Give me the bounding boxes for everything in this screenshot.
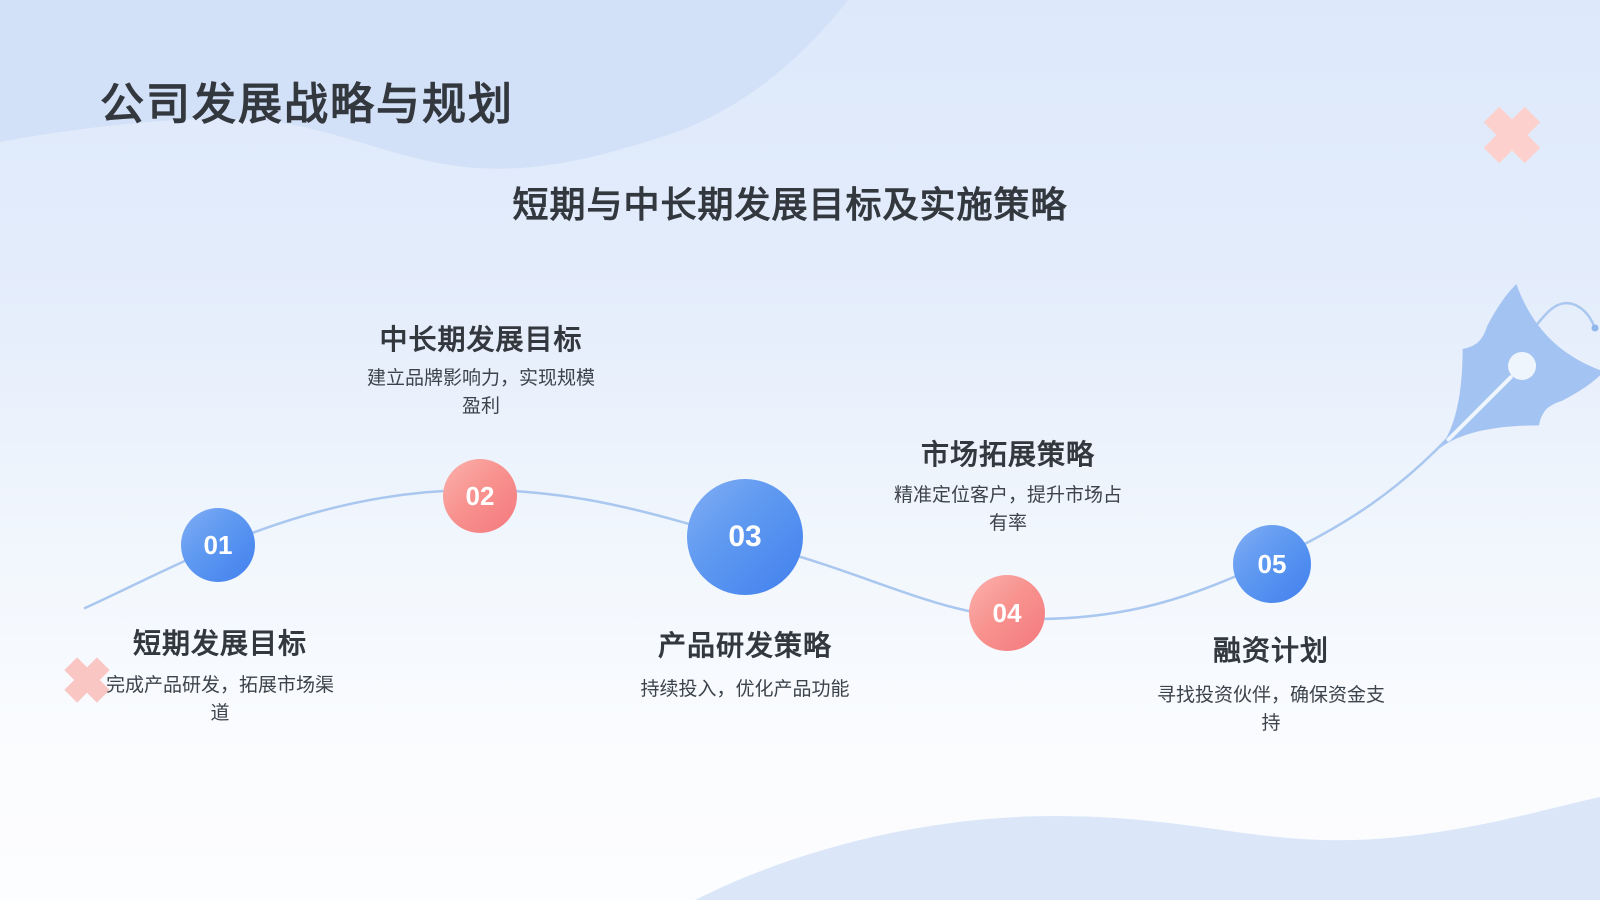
milestone-04-title: 市场拓展策略: [920, 439, 1095, 470]
page-subtitle: 短期与中长期发展目标及实施策略: [512, 184, 1068, 225]
milestone-02-description: 建立品牌影响力，实现规模盈利: [366, 368, 595, 417]
timeline-curve: [83, 301, 1596, 621]
page-title: 公司发展战略与规划: [100, 80, 514, 129]
milestone-04-description: 精准定位客户，提升市场占有率: [893, 485, 1122, 534]
pen-nib-icon: [1440, 283, 1600, 448]
milestone-02-circle: 02: [443, 459, 517, 533]
milestone-05-circle: 05: [1233, 525, 1311, 603]
bottom-wave-shape: [695, 797, 1600, 900]
milestone-05-title: 融资计划: [1212, 635, 1329, 666]
milestone-03-description: 持续投入，优化产品功能: [640, 679, 850, 700]
curve-end-dot: [1591, 324, 1599, 332]
top-wave-shape: [0, 0, 848, 169]
milestone-01-number: 01: [203, 529, 233, 560]
milestone-01-circle: 01: [181, 508, 255, 582]
milestone-03-title: 产品研发策略: [657, 630, 832, 661]
milestone-05-number: 05: [1257, 548, 1287, 579]
milestone-04-number: 04: [992, 597, 1022, 628]
milestone-01-description: 完成产品研发，拓展市场渠道: [105, 675, 334, 724]
milestone-04-circle: 04: [969, 575, 1045, 651]
milestone-02-number: 02: [465, 480, 495, 511]
milestone-03-number: 03: [728, 520, 762, 553]
milestone-01-title: 短期发展目标: [132, 628, 307, 659]
milestone-05-description: 寻找投资伙伴，确保资金支持: [1156, 685, 1385, 734]
milestone-03-circle: 03: [687, 479, 803, 595]
milestone-02-title: 中长期发展目标: [379, 324, 583, 355]
